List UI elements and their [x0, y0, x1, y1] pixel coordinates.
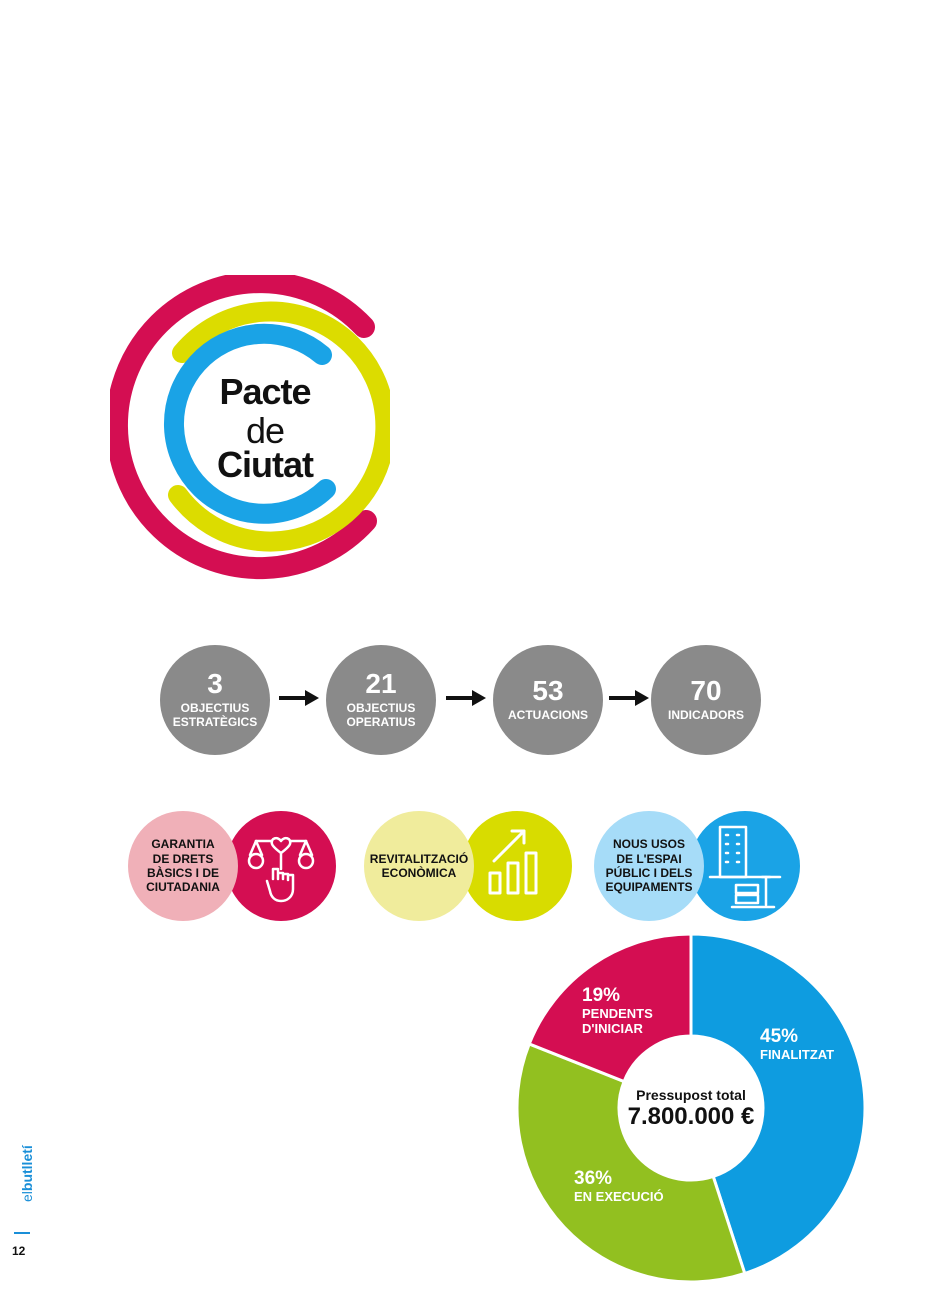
budget-donut-chart [515, 932, 867, 1284]
stat-label: ACTUACIONS [508, 708, 588, 723]
logo-middle-ring [168, 301, 390, 552]
stat-actuacions: 53 ACTUACIONS [493, 645, 603, 755]
slice-label-pendents: 19% PENDENTS D'INICIAR [582, 985, 653, 1036]
arrow-right-icon [279, 690, 319, 706]
budget-title: Pressupost total [636, 1087, 746, 1103]
logo-inner-ring [163, 323, 336, 524]
pacte-de-ciutat-logo [110, 275, 390, 580]
footer-divider [14, 1232, 30, 1234]
logo-text-de: de [245, 410, 285, 451]
building-icon [708, 825, 782, 909]
logo-outer-ring [110, 275, 377, 580]
brand-el-butlleti: elbutlletí [19, 1145, 35, 1202]
slice-finalitzat [689, 932, 867, 1276]
arrow-right-icon [609, 690, 649, 706]
slice-en-execucio [515, 1041, 747, 1284]
slice-label-finalitzat: 45% FINALITZAT [760, 1026, 835, 1062]
growth-chart-icon [488, 829, 538, 895]
arrow-right-icon [446, 690, 486, 706]
justice-hand-icon [247, 836, 315, 903]
stat-value: 53 [532, 675, 564, 707]
logo-text-pacte: Pacte [219, 371, 311, 412]
stat-value: 3 [207, 668, 223, 700]
stat-indicadors: 70 INDICADORS [651, 645, 761, 755]
budget-value: 7.800.000 € [627, 1103, 755, 1130]
slice-label-en-execucio: 36% EN EXECUCIÓ [574, 1168, 664, 1204]
logo-text-ciutat: Ciutat [217, 444, 314, 485]
stat-value: 21 [365, 668, 397, 700]
stat-label: INDICADORS [667, 708, 744, 723]
axis-espai-public-icon-circle [690, 811, 800, 921]
axis-drets-icon-circle [226, 811, 336, 921]
page-number: 12 [12, 1244, 26, 1258]
axis-economica-icon-circle [462, 811, 572, 921]
slice-pendents [527, 932, 693, 1084]
stat-value: 70 [690, 675, 722, 707]
